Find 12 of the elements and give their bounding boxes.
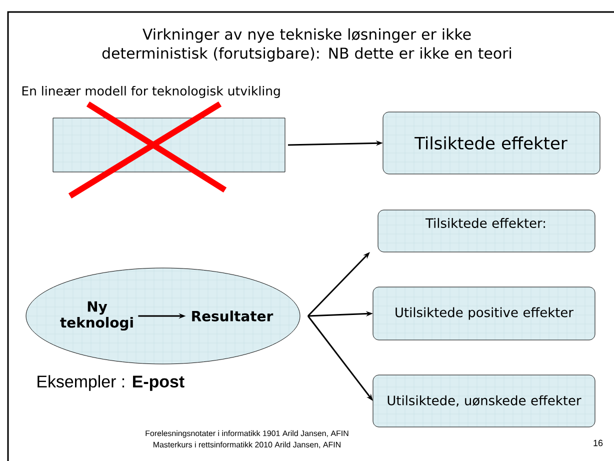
ellipse-text: Resultater (192, 310, 274, 322)
ellipse-text: Ny teknologi (60, 301, 133, 331)
example-text: Eksempler : E-post (38, 375, 184, 391)
technology-ellipse (26, 268, 300, 364)
subtitle: En lineær modell for teknologisk utvikling (22, 86, 280, 98)
slide-title: Virkninger av nye tekniske løsninger er ikke deterministisk (forutsigbare): NB dette er ikke en teori (102, 28, 511, 62)
effect-box: Tilsiktede effekter: (378, 210, 596, 252)
effect-box: Tilsiktede effekter (382, 112, 600, 174)
effect-box: Utilsiktede, uønskede effekter (372, 374, 596, 428)
effect-box: Utilsiktede positive effekter (372, 286, 596, 340)
page-number: 16 (594, 440, 603, 446)
technology-box (52, 118, 286, 172)
